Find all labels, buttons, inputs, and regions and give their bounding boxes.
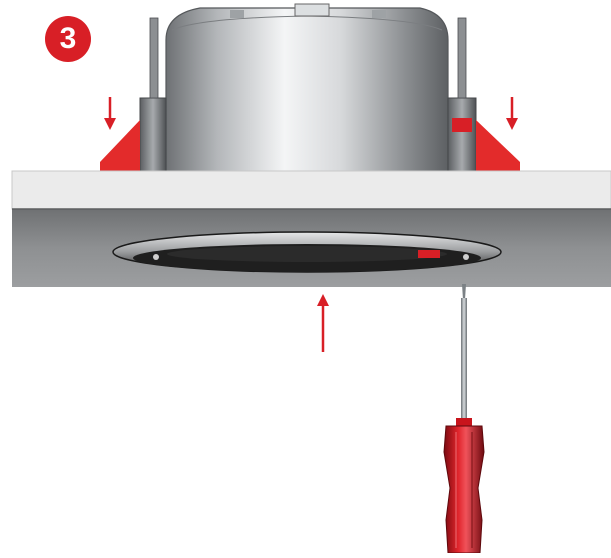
arrow-down-icon — [104, 97, 116, 130]
downlight-can — [165, 3, 449, 173]
trim-ring — [112, 231, 502, 273]
arrow-down-icon — [506, 97, 518, 130]
left-mounting-bracket — [139, 17, 167, 173]
screwdriver-icon — [443, 284, 485, 554]
arrow-up-icon — [317, 294, 329, 352]
right-spring-clamp — [476, 120, 520, 172]
step-number-badge: 3 — [45, 16, 91, 62]
right-mounting-bracket — [447, 17, 477, 173]
left-spring-clamp — [100, 120, 140, 172]
